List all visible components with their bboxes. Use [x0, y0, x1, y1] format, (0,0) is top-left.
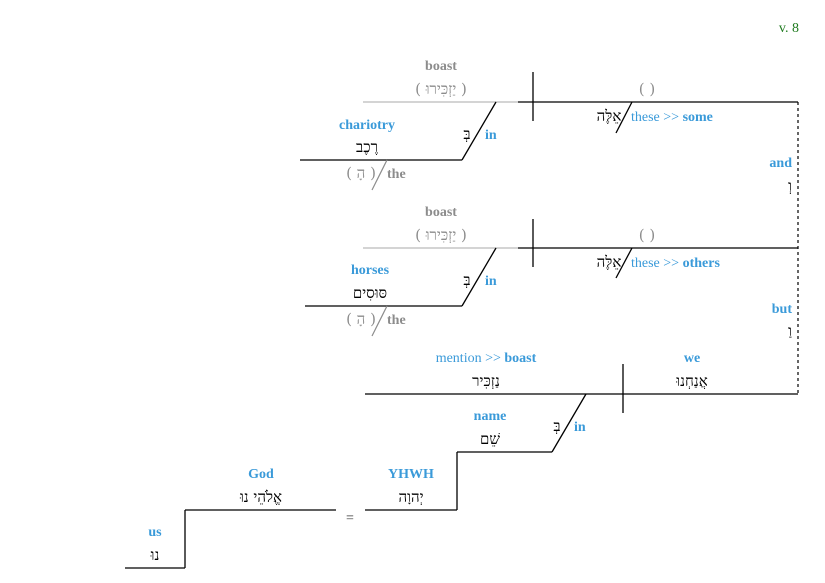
clause-1: boast ( יַזְכִּירוּ ) ( ) אֵלֶּה these >… — [300, 59, 798, 191]
apposition-equals-sign: = — [346, 511, 354, 526]
clause-3-prep-slant — [551, 393, 587, 453]
clause-3-god-hebrew: אֱלֹהֵי נוּ — [239, 488, 282, 506]
clause-3-verb-hebrew: נַזְכִּיר — [472, 372, 500, 390]
verse-label: v. 8 — [779, 21, 799, 36]
clause-1-noun-gloss: chariotry — [339, 118, 395, 133]
clause-2-article-hebrew: ( הָ ) — [346, 310, 376, 328]
conjunction-2-hebrew: וַ — [788, 322, 792, 340]
clause-1-verb-gloss: boast — [425, 59, 457, 74]
clause-3-noun-hebrew: שֵׁם — [480, 430, 500, 448]
clause-3-yhwh-hebrew: יְהוָה — [398, 488, 423, 506]
clause-1-prep-gloss: in — [485, 128, 497, 143]
clause-1-subject-gloss-plain: these >> — [631, 110, 679, 125]
clause-2-subject-slant — [615, 247, 633, 279]
clause-1-subject-gloss: these >> some — [631, 110, 713, 125]
clause-1-subject-gloss-bold: some — [683, 110, 713, 125]
clause-2-noun-gloss: horses — [351, 263, 390, 278]
clause-3-prep-gloss: in — [574, 420, 586, 435]
clause-2-verb-hebrew: ( יַזְכִּירוּ ) — [415, 226, 467, 244]
clause-2-article-slant — [371, 305, 388, 337]
clause-2-prep-hebrew: בְּ — [463, 271, 470, 289]
clause-2-article-gloss: the — [387, 313, 406, 328]
clause-2-subject-gloss: these >> others — [631, 256, 720, 271]
clause-3-yhwh-gloss: YHWH — [388, 467, 434, 482]
clause-3-verb-gloss-plain: mention >> — [436, 351, 501, 366]
clause-1-article-hebrew: ( הָ ) — [346, 164, 376, 182]
clause-2-noun-hebrew: סּוּסִים — [353, 284, 387, 302]
clause-3-subject-hebrew: אֲנַחְנוּ — [675, 372, 707, 390]
clause-3-prep-hebrew: בְּ — [553, 417, 560, 435]
clause-2-subject-gloss-bold: others — [683, 256, 721, 271]
clause-2-subject-gloss-plain: these >> — [631, 256, 679, 271]
clause-2: boast ( יַזְכִּירוּ ) ( ) אֵלֶּה these >… — [305, 205, 798, 337]
clause-1-prep-hebrew: בְּ — [463, 125, 470, 143]
clause-1-verb-hebrew: ( יַזְכִּירוּ ) — [415, 80, 467, 98]
clause-2-prep-gloss: in — [485, 274, 497, 289]
clause-3: mention >> boast נַזְכִּיר we אֲנַחְנוּ … — [125, 351, 798, 569]
clause-3-verb-gloss: mention >> boast — [436, 351, 537, 366]
clause-3-us-hebrew: נוּ — [150, 546, 160, 564]
conjunction-2-gloss: but — [772, 302, 793, 317]
clause-2-object-placeholder: ( ) — [639, 226, 655, 244]
clause-3-us-gloss: us — [148, 525, 162, 540]
conjunction-connector: and וְ but וַ — [769, 102, 799, 394]
clause-1-article-slant — [371, 159, 388, 191]
clause-1-subject-hebrew: אֵלֶּה — [597, 107, 622, 125]
clause-3-god-gloss: God — [248, 467, 274, 482]
clause-2-subject-hebrew: אֵלֶּה — [597, 253, 622, 271]
conjunction-1-gloss: and — [769, 156, 792, 171]
clause-3-verb-gloss-bold: boast — [504, 351, 536, 366]
clause-2-prep-slant — [461, 247, 497, 307]
clause-2-verb-gloss: boast — [425, 205, 457, 220]
clause-3-noun-gloss: name — [474, 409, 507, 424]
clause-1-article-gloss: the — [387, 167, 406, 182]
clause-1-prep-slant — [461, 101, 497, 161]
clause-1-noun-hebrew: רֶכֶב — [356, 138, 378, 156]
conjunction-1-hebrew: וְ — [788, 177, 792, 195]
clause-1-subject-slant — [615, 101, 633, 134]
clause-3-subject-gloss: we — [684, 351, 700, 366]
clause-1-object-placeholder: ( ) — [639, 80, 655, 98]
